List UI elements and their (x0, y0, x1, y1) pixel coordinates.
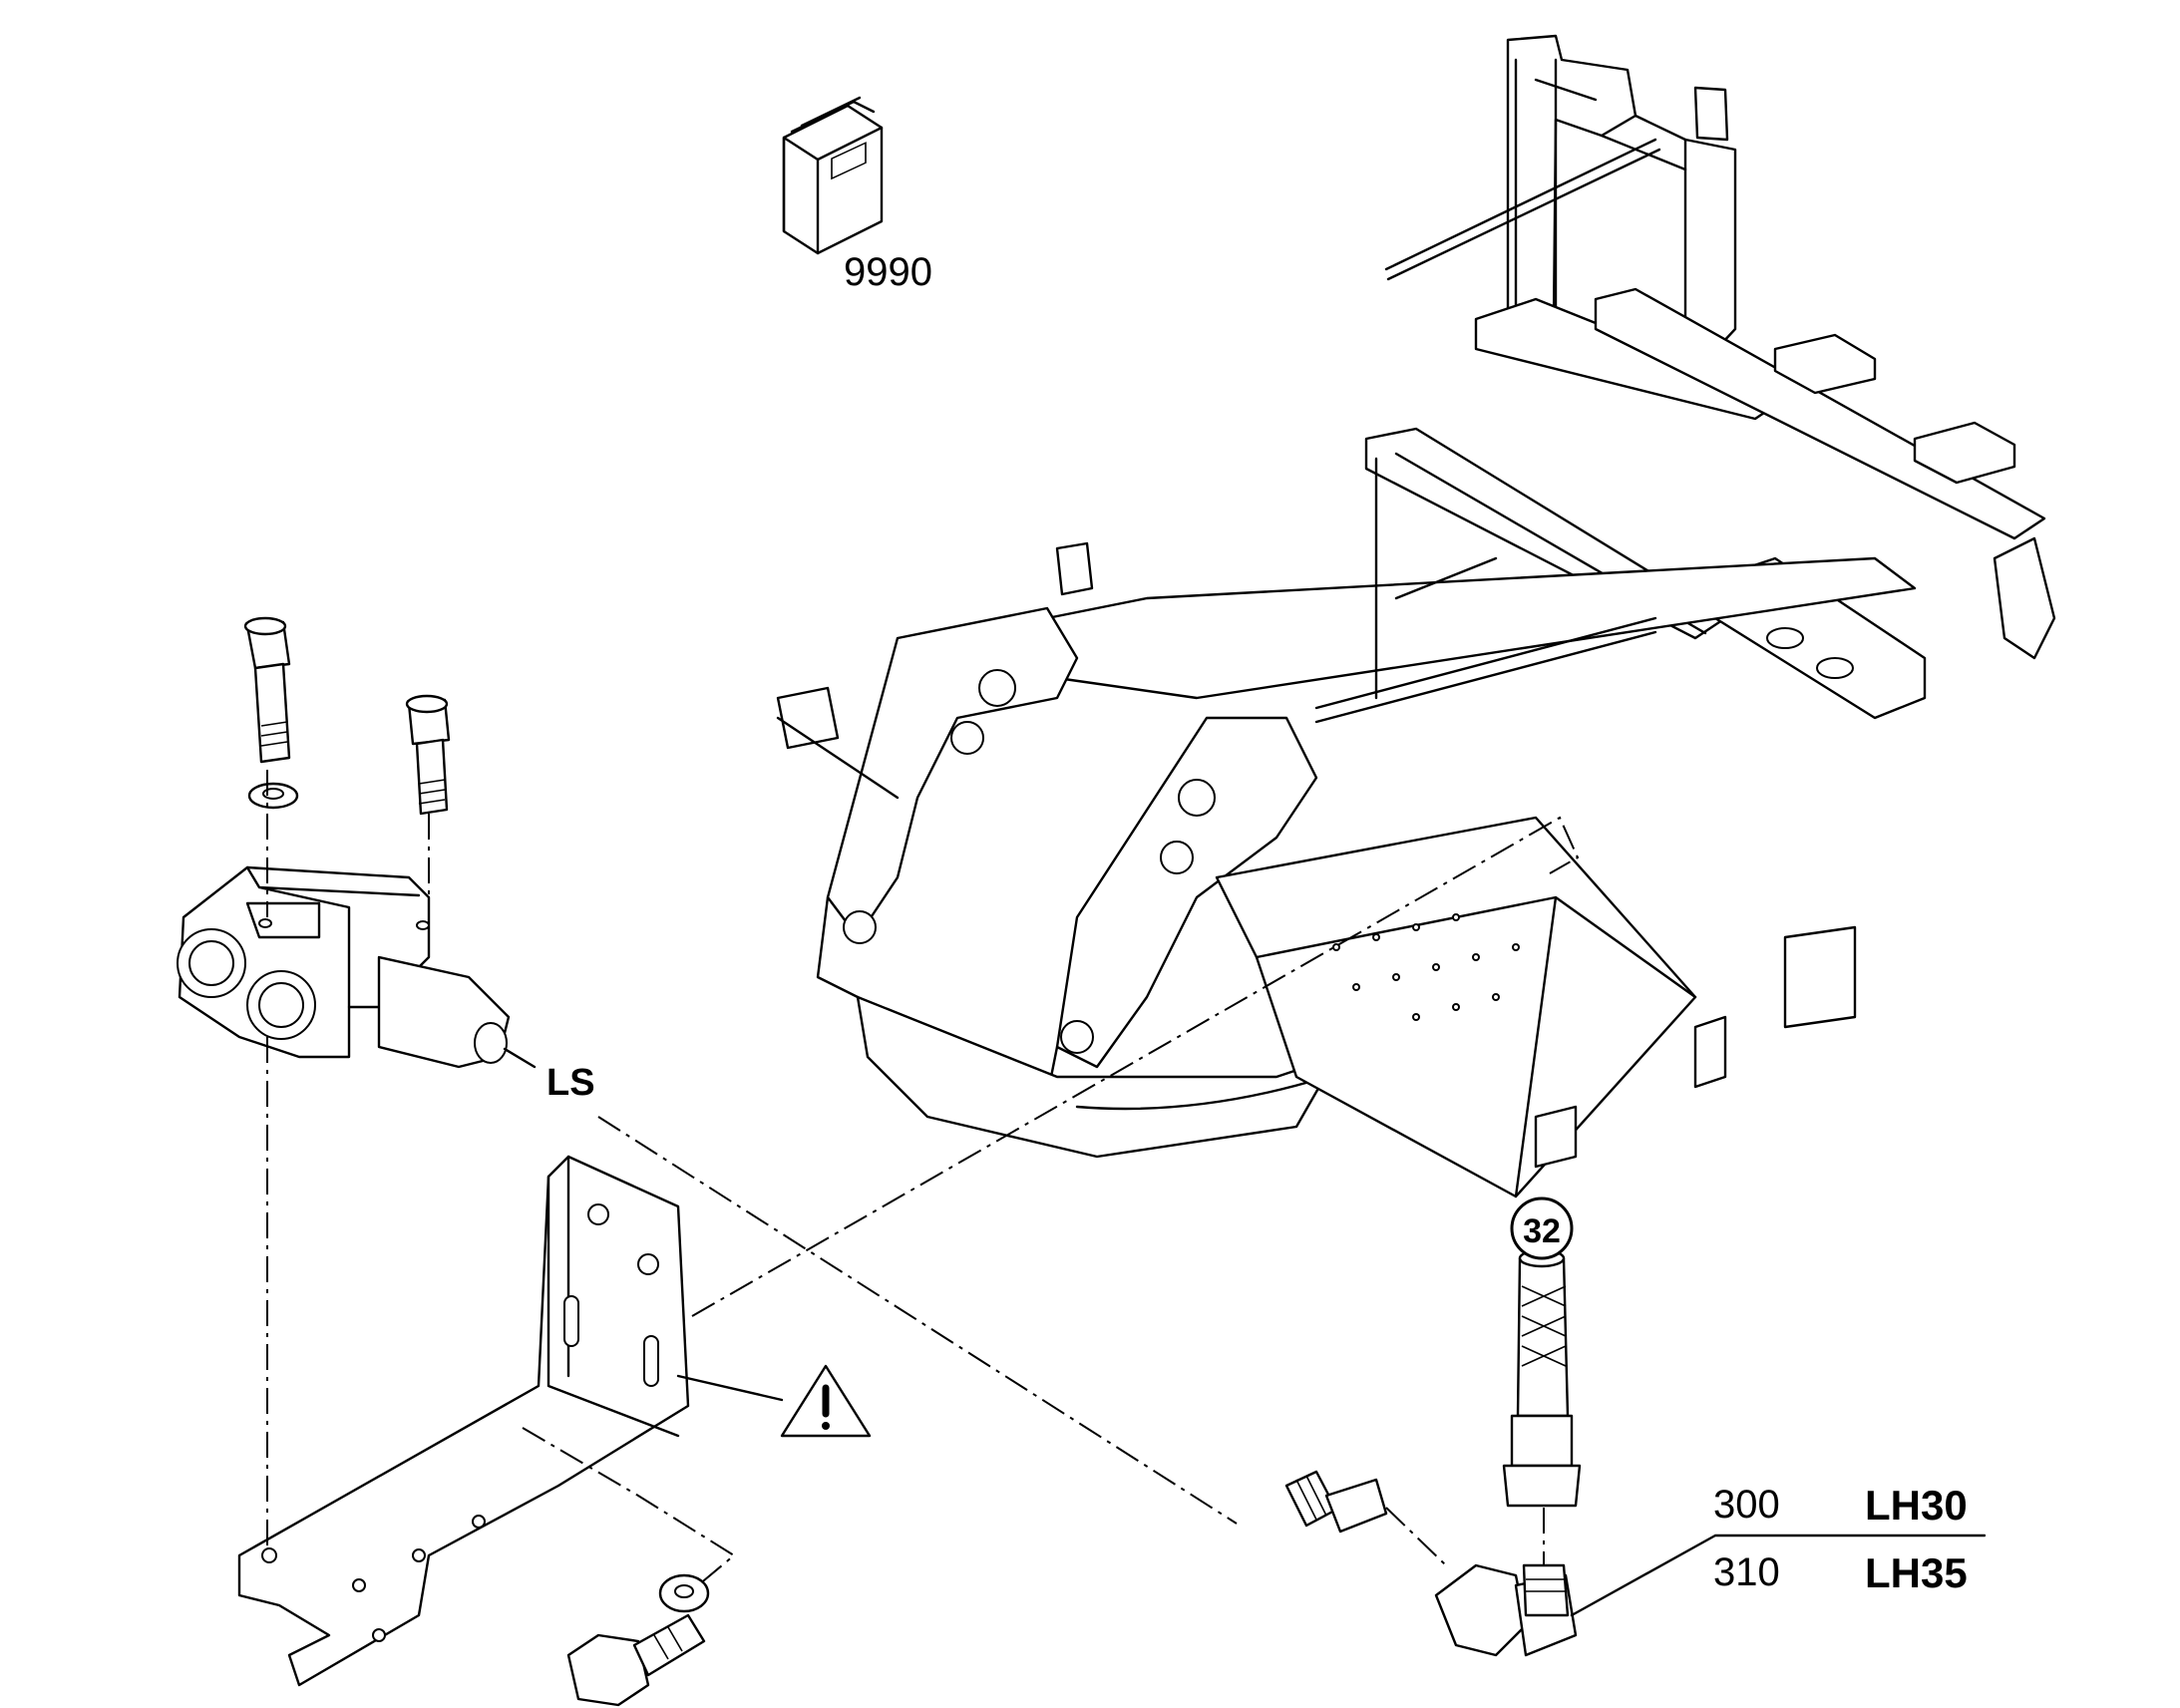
part-code-lh35: LH35 (1865, 1549, 1968, 1596)
elbow-fitting (1434, 1563, 1578, 1657)
parts-reference-table: 300 LH30 310 LH35 (1570, 1482, 1987, 1617)
cap-screw-long (243, 616, 291, 764)
callout-number: 32 (1523, 1212, 1561, 1250)
hose-assembly (1502, 1248, 1582, 1508)
warning-triangle-icon (780, 1364, 872, 1438)
part-code-lh30: LH30 (1865, 1482, 1968, 1529)
parts-leader (1570, 1534, 1987, 1617)
frame-plate-holes (1332, 913, 1520, 1021)
cap-screw-short (405, 694, 451, 816)
part-position-310: 310 (1713, 1550, 1780, 1594)
ls-leader (503, 1047, 537, 1069)
callout-bubble: 32 (1510, 1196, 1574, 1260)
ls-port-label: LS (546, 1062, 595, 1104)
warning-leader (676, 1374, 784, 1402)
assembly-center-lines (266, 770, 1580, 1586)
manual-ref-number: 9990 (844, 250, 932, 294)
part-position-300: 300 (1713, 1483, 1780, 1527)
machine-frame (776, 34, 2056, 1198)
valve-block (177, 865, 511, 1069)
mounting-bracket (237, 1155, 690, 1687)
straight-adapter (1284, 1470, 1388, 1534)
flat-washer (658, 1573, 710, 1613)
washer (247, 782, 299, 810)
hex-bolt (566, 1613, 706, 1707)
manual-book-icon (782, 96, 884, 255)
